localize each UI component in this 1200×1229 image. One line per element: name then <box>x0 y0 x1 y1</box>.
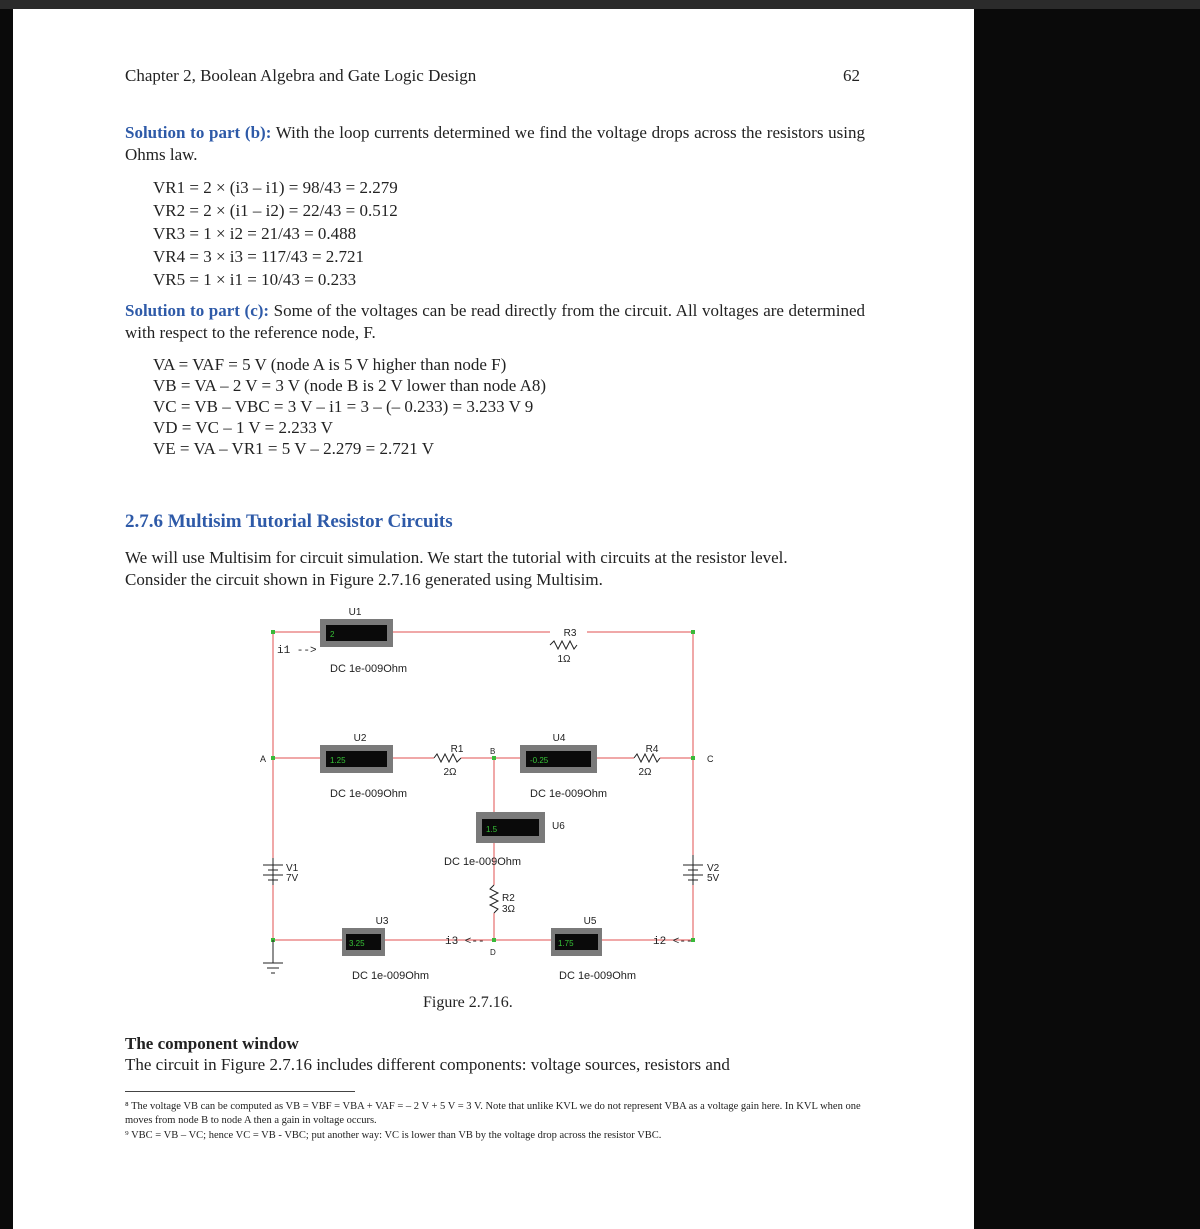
source-v1-name: V1 <box>286 863 299 874</box>
source-v2: V2 5V <box>683 855 720 885</box>
meter-u2-mode: DC 1e-009Ohm <box>330 788 407 800</box>
resistor-r4: R4 2Ω <box>633 744 661 778</box>
meter-u4: -0.25 U4 DC 1e-009Ohm <box>520 733 607 800</box>
part-b-text: With the loop currents determined we fin… <box>125 123 865 164</box>
page-number: 62 <box>843 66 860 85</box>
component-window-text: The circuit in Figure 2.7.16 includes di… <box>125 1055 730 1074</box>
part-b-equations: VR1 = 2 × (i3 – i1) = 98/43 = 2.279 VR2 … <box>153 176 398 291</box>
footnote-rule <box>125 1091 355 1092</box>
node-dots <box>271 630 695 942</box>
current-i1-label: i1 --> <box>277 645 317 657</box>
meter-u3-reading: 3.25 <box>349 939 365 948</box>
node-b-label: B <box>490 747 495 756</box>
meter-u4-reading: -0.25 <box>530 756 549 765</box>
resistor-r3-value: 1Ω <box>557 654 571 665</box>
equation-va: VA = VAF = 5 V (node A is 5 V higher tha… <box>153 355 507 374</box>
source-v1-value: 7V <box>286 873 299 884</box>
document-page: Chapter 2, Boolean Algebra and Gate Logi… <box>13 9 974 1229</box>
resistor-r2-value: 3Ω <box>502 904 516 915</box>
meter-u1: 2 U1 DC 1e-009Ohm <box>320 607 407 675</box>
footnote-9: ⁹ VBC = VB – VC; hence VC = VB - VBC; pu… <box>125 1130 662 1141</box>
meter-u5-name: U5 <box>584 916 597 927</box>
circuit-diagram: 2 U1 DC 1e-009Ohm 1.25 U2 DC 1e-009Ohm -… <box>260 607 720 982</box>
resistor-r1-value: 2Ω <box>443 767 457 778</box>
meter-u6: 1.5 U6 DC 1e-009Ohm <box>444 812 565 868</box>
resistor-r1: R1 2Ω <box>433 744 464 778</box>
resistor-r3-name: R3 <box>564 628 577 639</box>
part-c-equations: VA = VAF = 5 V (node A is 5 V higher tha… <box>153 354 546 459</box>
resistor-r2: R2 3Ω <box>488 884 516 915</box>
meter-u1-name: U1 <box>349 607 362 618</box>
meter-u2: 1.25 U2 DC 1e-009Ohm <box>320 733 407 800</box>
meter-u3-name: U3 <box>376 916 389 927</box>
equation-vr3: VR3 = 1 × i2 = 21/43 = 0.488 <box>153 224 357 243</box>
node-d-label: D <box>490 948 496 957</box>
node-c-label: C <box>707 754 714 764</box>
node-a-label: A <box>260 754 266 764</box>
meter-u3: 3.25 U3 DC 1e-009Ohm <box>342 916 429 982</box>
meter-u1-mode: DC 1e-009Ohm <box>330 663 407 675</box>
footnote-8: ⁸ The voltage VB can be computed as VB =… <box>125 1101 861 1126</box>
source-v1: V1 7V <box>263 858 299 885</box>
part-c-label: Solution to part (c): <box>125 301 270 320</box>
meter-u6-reading: 1.5 <box>486 825 498 834</box>
figure-caption: Figure 2.7.16. <box>423 994 513 1011</box>
circuit-wires <box>272 631 694 941</box>
equation-vd: VD = VC – 1 V = 2.233 V <box>153 418 333 437</box>
meter-u3-mode: DC 1e-009Ohm <box>352 970 429 982</box>
meter-u2-name: U2 <box>354 733 367 744</box>
current-i3-label: i3 <-- <box>445 936 485 948</box>
meter-u4-mode: DC 1e-009Ohm <box>530 788 607 800</box>
part-c-text: Some of the voltages can be read directl… <box>125 301 865 342</box>
resistor-r2-name: R2 <box>502 893 515 904</box>
equation-vb: VB = VA – 2 V = 3 V (node B is 2 V lower… <box>153 376 547 395</box>
equation-vr2: VR2 = 2 × (i1 – i2) = 22/43 = 0.512 <box>153 201 398 220</box>
source-v2-value: 5V <box>707 873 720 884</box>
resistor-r1-name: R1 <box>451 744 464 755</box>
part-b-paragraph: Solution to part (b): With the loop curr… <box>125 122 865 166</box>
equation-ve: VE = VA – VR1 = 5 V – 2.279 = 2.721 V <box>153 439 434 458</box>
equation-vr5: VR5 = 1 × i1 = 10/43 = 0.233 <box>153 270 357 289</box>
meter-u5-reading: 1.75 <box>558 939 574 948</box>
ground-icon <box>263 940 283 974</box>
source-v2-name: V2 <box>707 863 720 874</box>
chapter-header: Chapter 2, Boolean Algebra and Gate Logi… <box>125 66 477 85</box>
part-c-paragraph: Solution to part (c): Some of the voltag… <box>125 300 865 344</box>
equation-vr4: VR4 = 3 × i3 = 117/43 = 2.721 <box>153 247 365 266</box>
current-i2-label: i2 <-- <box>653 936 693 948</box>
resistor-r4-value: 2Ω <box>638 767 652 778</box>
component-window-heading: The component window <box>125 1034 299 1053</box>
resistor-r3: R3 1Ω <box>549 628 578 665</box>
section-intro: We will use Multisim for circuit simulat… <box>125 548 788 589</box>
section-title: 2.7.6 Multisim Tutorial Resistor Circuit… <box>125 511 453 532</box>
meter-u5-mode: DC 1e-009Ohm <box>559 970 636 982</box>
viewer-top-bar <box>0 0 1200 9</box>
meter-u4-name: U4 <box>553 733 566 744</box>
meter-u6-name: U6 <box>552 821 565 832</box>
part-b-label: Solution to part (b): <box>125 123 272 142</box>
resistor-r4-name: R4 <box>646 744 659 755</box>
meter-u2-reading: 1.25 <box>330 756 346 765</box>
meter-u1-reading: 2 <box>330 630 335 639</box>
equation-vr1: VR1 = 2 × (i3 – i1) = 98/43 = 2.279 <box>153 178 398 197</box>
meter-u5: 1.75 U5 DC 1e-009Ohm <box>551 916 636 982</box>
meter-u6-mode: DC 1e-009Ohm <box>444 856 521 868</box>
equation-vc: VC = VB – VBC = 3 V – i1 = 3 – (– 0.233)… <box>153 397 534 416</box>
